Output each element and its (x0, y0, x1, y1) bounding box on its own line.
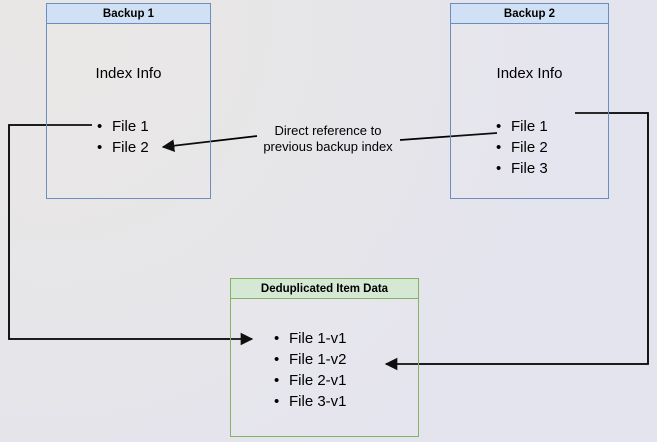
dedup-file-list: File 1-v1 File 1-v2 File 2-v1 File 3-v1 (274, 328, 347, 412)
node-dedup-header: Deduplicated Item Data (230, 278, 419, 299)
list-item: File 1 (496, 116, 548, 137)
backup-1-file-list: File 1 File 2 (97, 116, 149, 158)
list-item: File 2-v1 (274, 370, 347, 391)
list-item: File 1 (97, 116, 149, 137)
node-deduplicated-item-data[interactable]: Deduplicated Item Data File 1-v1 File 1-… (230, 278, 419, 437)
backup-1-index-info-label: Index Info (95, 65, 162, 82)
backup-2-index-info-label: Index Info (496, 65, 563, 82)
node-backup-1-body: Index Info File 1 File 2 (46, 24, 211, 199)
node-dedup-body: File 1-v1 File 1-v2 File 2-v1 File 3-v1 (230, 299, 419, 437)
list-item: File 2 (97, 137, 149, 158)
list-item: File 3 (496, 158, 548, 179)
node-backup-1-header: Backup 1 (46, 3, 211, 24)
list-item: File 1-v1 (274, 328, 347, 349)
backup-2-file-list: File 1 File 2 File 3 (496, 116, 548, 179)
list-item: File 1-v2 (274, 349, 347, 370)
list-item: File 3-v1 (274, 391, 347, 412)
node-backup-2-body: Index Info File 1 File 2 File 3 (450, 24, 609, 199)
node-backup-2[interactable]: Backup 2 Index Info File 1 File 2 File 3 (450, 3, 609, 199)
node-backup-2-header: Backup 2 (450, 3, 609, 24)
edge-label-direct-reference: Direct reference to previous backup inde… (263, 123, 393, 154)
list-item: File 2 (496, 137, 548, 158)
node-backup-1[interactable]: Backup 1 Index Info File 1 File 2 (46, 3, 211, 199)
